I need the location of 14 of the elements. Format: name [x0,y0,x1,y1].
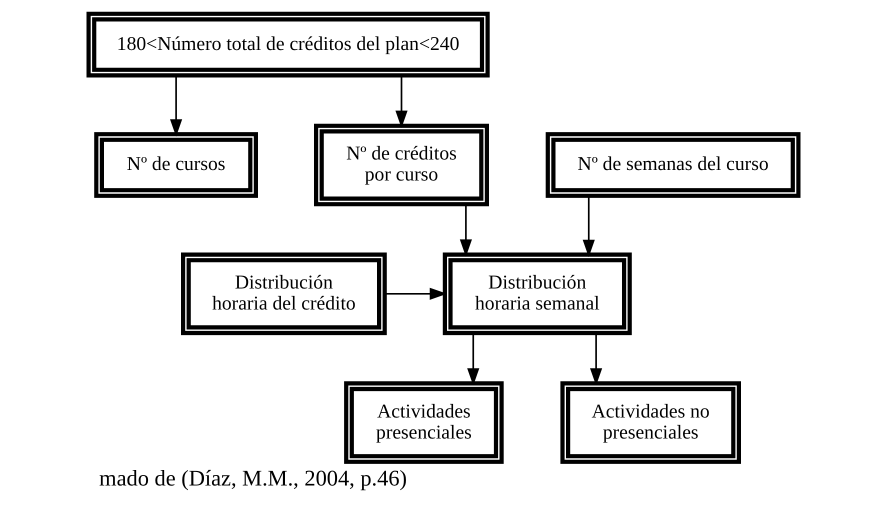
arrow [170,76,182,137]
node-box: Actividades no presenciales [560,381,741,464]
node-box: Distribución horaria semanal [442,252,632,336]
node-box: Nº de semanas del curso [546,132,800,198]
arrow [582,196,595,258]
node-box: Nº de cursos [94,132,258,198]
node-box: Distribución horaria del crédito [181,252,387,336]
arrow [395,76,408,128]
arrow [460,204,472,257]
node-box: Nº de créditos por curso [314,124,489,206]
node-box: Actividades presenciales [344,381,504,464]
node-box: 180<Número total de créditos del plan<240 [86,12,490,78]
arrow [590,333,602,386]
caption: mado de (Díaz, M.M., 2004, p.46) [99,465,408,490]
